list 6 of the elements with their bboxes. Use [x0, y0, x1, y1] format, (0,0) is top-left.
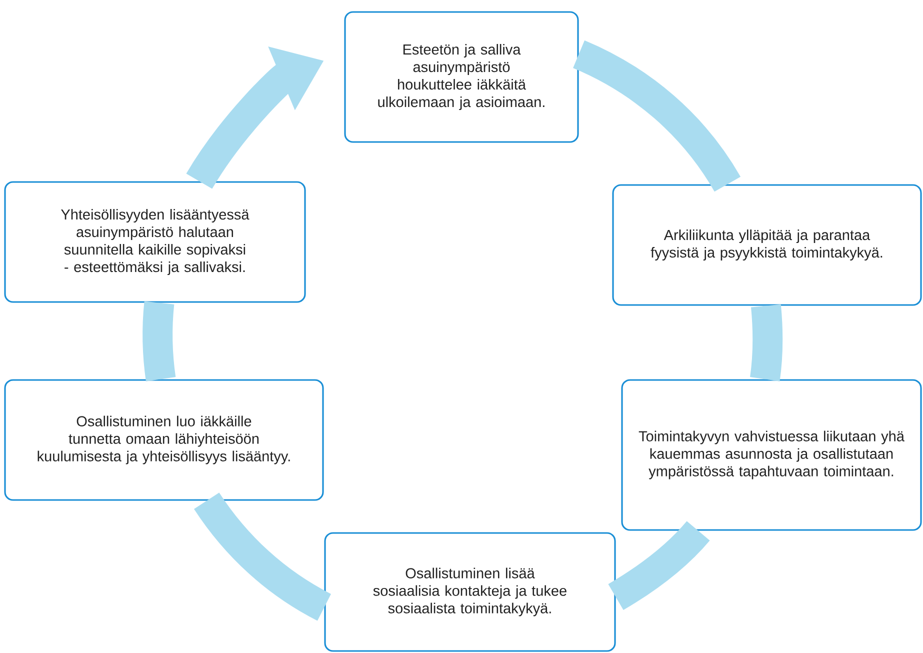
text-box: Yhteisöllisyyden lisääntyessä asuinympäristö halutaan suunnitella kaikille sopivaksi - esteettömäksi ja sallivaksi.: [4, 181, 306, 303]
text-box: Esteetön ja salliva asuinympäristö houkuttelee iäkkäitä ulkoilemaan ja asioimaan.: [344, 11, 579, 143]
text-box: Osallistuminen lisää sosiaalisia kontakteja ja tukee sosiaalista toimintakykyä.: [324, 532, 616, 652]
text-box: Osallistuminen luo iäkkäille tunnetta omaan lähiyhteisöön kuulumisesta ja yhteisöllisyys lisääntyy.: [4, 379, 324, 501]
text-box: Toimintakyvyn vahvistuessa liikutaan yhä kauemmas asunnosta ja osallistutaan ympäristössä tapahtuvaan toimintaan.: [621, 379, 922, 531]
text-box: Arkiliikunta ylläpitää ja parantaa fyysistä ja psyykkistä toimintakykyä.: [612, 184, 922, 306]
